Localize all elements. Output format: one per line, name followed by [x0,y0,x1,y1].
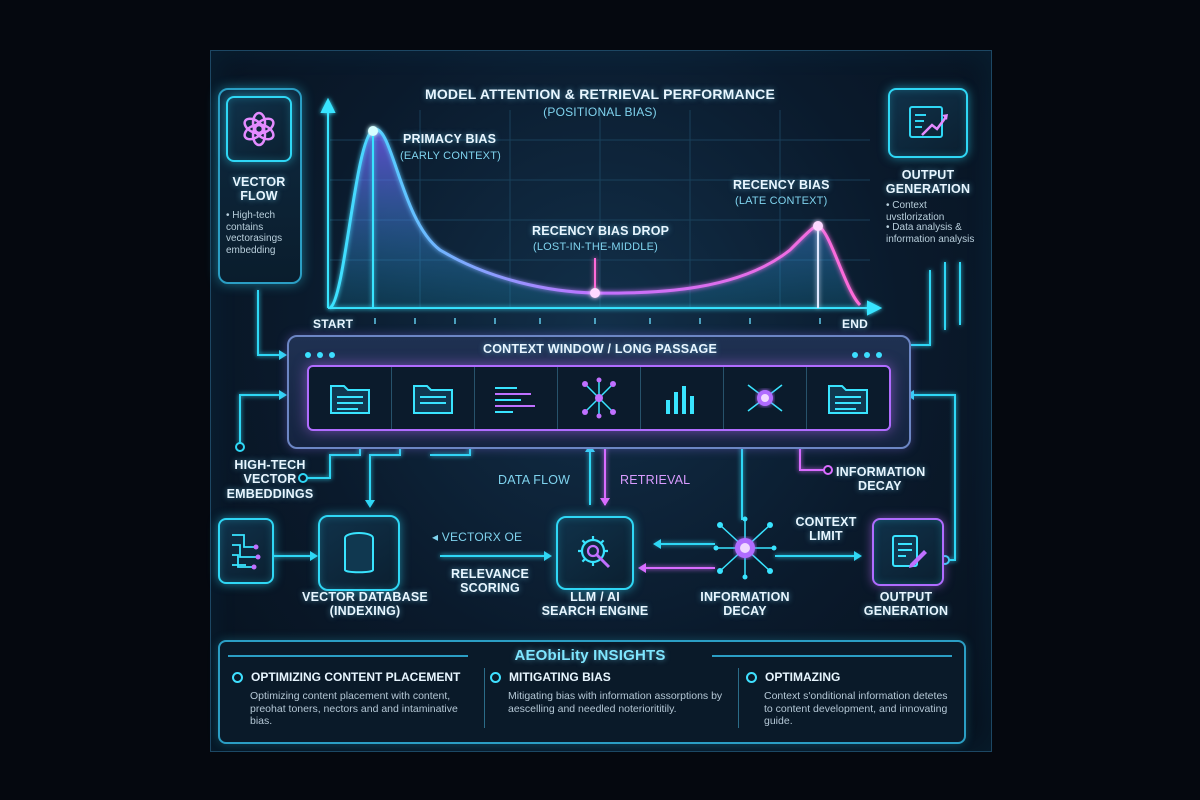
folder-icon [413,385,453,414]
context-window-segments [307,365,891,431]
context-window-dots-right [852,345,882,363]
decay-node-icon [713,516,777,580]
output-generation-box [872,518,944,586]
folder-icon [828,385,868,414]
output-top-bullet-1: • Context uvstlorization [886,200,945,223]
insight-divider-1 [484,668,485,728]
drop-label: RECENCY BIAS DROP [532,224,670,238]
gear-search-icon [578,536,611,569]
vector-database-box [318,515,400,591]
primacy-bias-sub: (EARLY CONTEXT) [400,150,501,162]
vector-flow-icon-box [226,96,292,162]
segment-5 [641,367,724,429]
insight-1-body: Optimizing content placement with conten… [250,690,458,728]
data-flow-label: DATA FLOW [498,473,571,487]
insight-1: OPTIMIZING CONTENT PLACEMENT Optimizing … [232,670,472,728]
bullet-ring-icon [232,672,243,684]
insight-2-body: Mitigating bias with information assorpt… [508,690,723,715]
knot-logo-icon [243,111,275,147]
chart-up-icon [909,106,948,138]
insight-1-title: OPTIMIZING CONTENT PLACEMENT [251,670,461,684]
insight-3-title: OPTIMAZING [765,670,841,684]
recency-bias-sub: (LATE CONTEXT) [735,195,828,207]
insights-title: AEObiLity INSIGHTS [514,647,666,664]
output-top-bullet-2: • Data analysis & information analysis [886,222,975,245]
circuit-icon [232,534,261,570]
recency-bias-label: RECENCY BIAS [733,178,830,192]
segment-7 [807,367,889,429]
segment-4 [558,367,641,429]
insight-2: MITIGATING BIAS Mitigating bias with inf… [490,670,730,715]
llm-search-box [556,516,634,590]
vector-database-label: VECTOR DATABASE(INDEXING) [302,590,428,619]
x-axis-end-label: END [842,317,868,331]
output-top-icon-box [888,88,968,158]
insight-divider-2 [738,668,739,728]
circuit-node-box [218,518,274,584]
segment-3 [475,367,558,429]
bar-chart-icon [666,386,694,414]
insight-3: OPTIMAZING Context s'onditional informat… [746,670,951,728]
code-lines-icon [495,387,535,413]
vectorx-label: ◂ VECTORX OE [432,530,523,544]
insight-3-body: Context s'onditional information detetes… [764,690,948,728]
bullet-ring-icon [746,672,757,684]
insights-title-rule [228,655,952,657]
bullet-ring-icon [490,672,501,684]
insights-panel [218,640,966,744]
segment-2 [392,367,475,429]
drop-sub: (LOST-IN-THE-MIDDLE) [533,241,658,253]
x-axis-start-label: START [313,317,354,331]
context-window-title: CONTEXT WINDOW / LONG PASSAGE [482,342,718,356]
segment-6 [724,367,807,429]
insight-2-title: MITIGATING BIAS [509,670,611,684]
database-icon [344,532,374,574]
chart-title: MODEL ATTENTION & RETRIEVAL PERFORMANCE [424,86,776,102]
vector-flow-desc: • High-tech contains vectorasings embedd… [226,210,283,256]
context-window-dots-left [305,345,335,363]
retrieval-label: RETRIEVAL [620,473,691,487]
segment-1 [309,367,392,429]
glowing-node-icon [747,384,783,412]
information-decay-node [712,515,778,581]
folder-icon [330,385,370,414]
chart-subtitle: (POSITIONAL BIAS) [543,105,657,119]
network-node-icon [582,377,616,419]
document-pen-icon [892,535,927,568]
primacy-bias-label: PRIMACY BIAS [403,132,497,146]
